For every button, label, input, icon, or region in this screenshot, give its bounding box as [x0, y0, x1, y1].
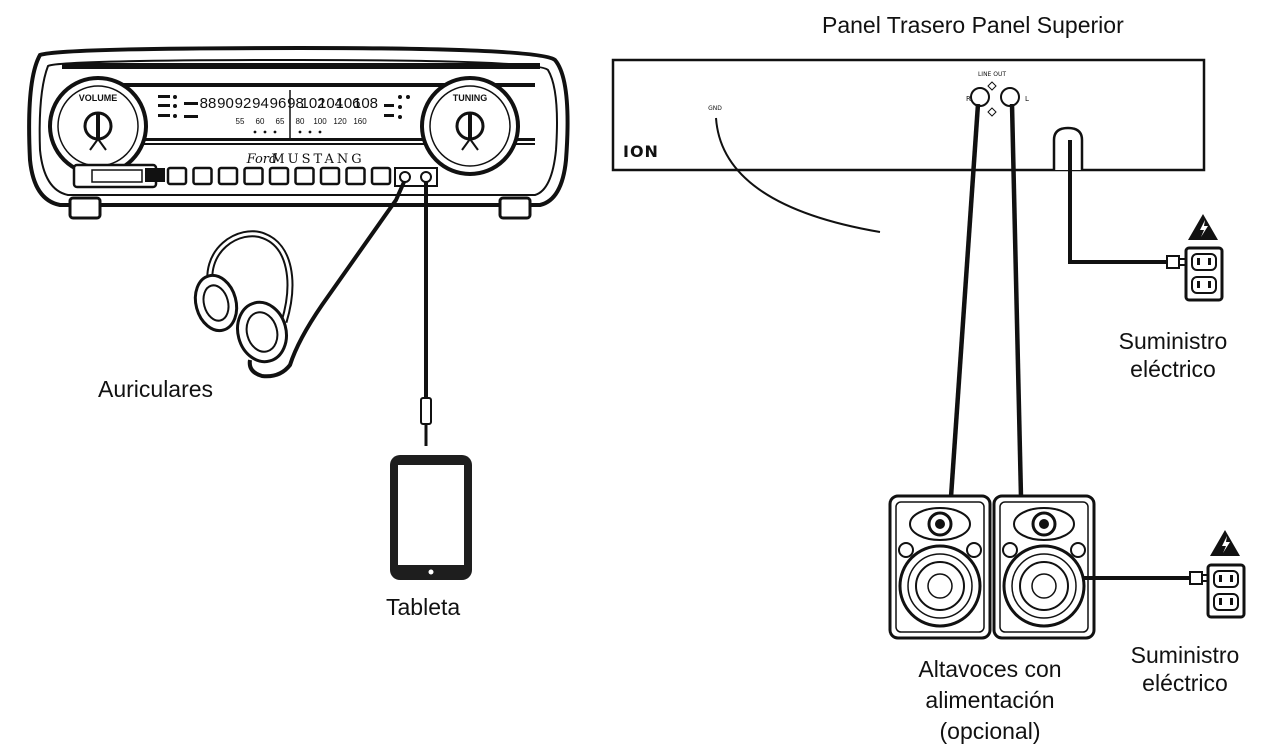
- power-supply-label-top: Suministro eléctrico: [1088, 327, 1258, 383]
- am-frequency-label: 65: [276, 117, 285, 126]
- tablet-label: Tableta: [386, 594, 461, 620]
- line-out-label: LINE OUT: [978, 71, 1006, 78]
- right-channel-label: R: [966, 95, 971, 103]
- rca-cable-right: [948, 103, 981, 498]
- speaker-icon: [888, 494, 992, 640]
- fm-frequency-label: 104: [318, 95, 343, 112]
- rear-panel: ION GND LINE OUT R L: [611, 58, 1206, 172]
- outlet-icon: [1206, 563, 1246, 619]
- tuning-label: TUNING: [453, 93, 488, 103]
- rca-left-jack: [1000, 87, 1020, 107]
- volume-knob: VOLUME: [48, 76, 148, 176]
- speakers-label-line2: alimentación: [925, 687, 1055, 713]
- speakers-label-line3: (opcional): [939, 718, 1041, 744]
- aux-in-jack: [420, 171, 432, 183]
- headphone-cable: [247, 181, 406, 379]
- rca-cable-left: [1009, 103, 1024, 498]
- power-supply-label-bottom-line2: eléctrico: [1142, 670, 1228, 696]
- panel-title: Panel Trasero Panel Superior: [822, 12, 1124, 38]
- band-indicators: [158, 95, 410, 119]
- am-frequency-label: 160: [353, 117, 367, 126]
- power-supply-label-bottom: Suministro eléctrico: [1100, 641, 1262, 697]
- rca-right-jack: [970, 87, 990, 107]
- front-panel-button: [243, 166, 264, 186]
- headphones-label: Auriculares: [98, 376, 214, 402]
- ford-logo: Ford: [246, 152, 278, 167]
- outlet-icon: [1184, 246, 1224, 302]
- ground-wire: [715, 117, 881, 233]
- tuning-knob: TUNING: [420, 76, 520, 176]
- fm-frequency-label: 88: [200, 95, 217, 112]
- front-panel-button: [166, 166, 188, 186]
- front-panel-button: [345, 166, 366, 186]
- plug-icon: [1189, 571, 1203, 585]
- fm-frequency-label: 106: [335, 95, 360, 112]
- power-supply-label-top-line2: eléctrico: [1130, 356, 1216, 382]
- tablet-icon: [390, 455, 472, 580]
- am-frequency-label: 55: [236, 117, 245, 126]
- speakers-label-line1: Altavoces con: [918, 656, 1062, 682]
- power-supply-label-top-line1: Suministro: [1118, 328, 1228, 354]
- front-panel-button: [217, 166, 239, 186]
- audio-plug: [420, 397, 432, 425]
- front-panel-button: [319, 166, 341, 186]
- front-panel-button: [192, 166, 213, 186]
- fm-frequency-label: 96: [270, 95, 287, 112]
- power-supply-label-bottom-line1: Suministro: [1130, 642, 1240, 668]
- fm-frequency-label: 90: [217, 95, 234, 112]
- am-frequency-label: 100: [313, 117, 327, 126]
- am-frequency-label: 60: [256, 117, 265, 126]
- fm-frequency-label: 108: [353, 95, 378, 112]
- usb-port: [145, 168, 165, 182]
- am-frequency-label: 120: [333, 117, 347, 126]
- frequency-scale-am: 55 60 65 80 100 120 160: [236, 117, 368, 126]
- speakers-label: Altavoces con alimentación (opcional): [885, 654, 1095, 747]
- hazard-icon: [1210, 530, 1240, 556]
- fm-frequency-label: 94: [252, 95, 269, 112]
- plug-icon: [1166, 255, 1180, 269]
- panel-power-cord: [1068, 140, 1172, 264]
- front-panel-button: [268, 166, 290, 186]
- ground-label: GND: [708, 105, 722, 112]
- fm-frequency-label: 98: [287, 95, 304, 112]
- fm-frequency-label: 92: [235, 95, 252, 112]
- front-panel-button: [294, 166, 315, 186]
- front-panel-button: [370, 166, 392, 186]
- am-frequency-label: 80: [296, 117, 305, 126]
- ion-logo: ION: [623, 142, 659, 161]
- hazard-icon: [1188, 214, 1218, 240]
- speaker-icon: [992, 494, 1096, 640]
- volume-label: VOLUME: [79, 93, 118, 103]
- control-buttons: [166, 166, 392, 186]
- headphone-jack: [399, 171, 411, 183]
- fm-frequency-label: 102: [300, 95, 325, 112]
- mustang-logo: MUSTANG: [271, 152, 364, 167]
- headphones-icon: [193, 230, 294, 364]
- left-channel-label: L: [1025, 95, 1029, 103]
